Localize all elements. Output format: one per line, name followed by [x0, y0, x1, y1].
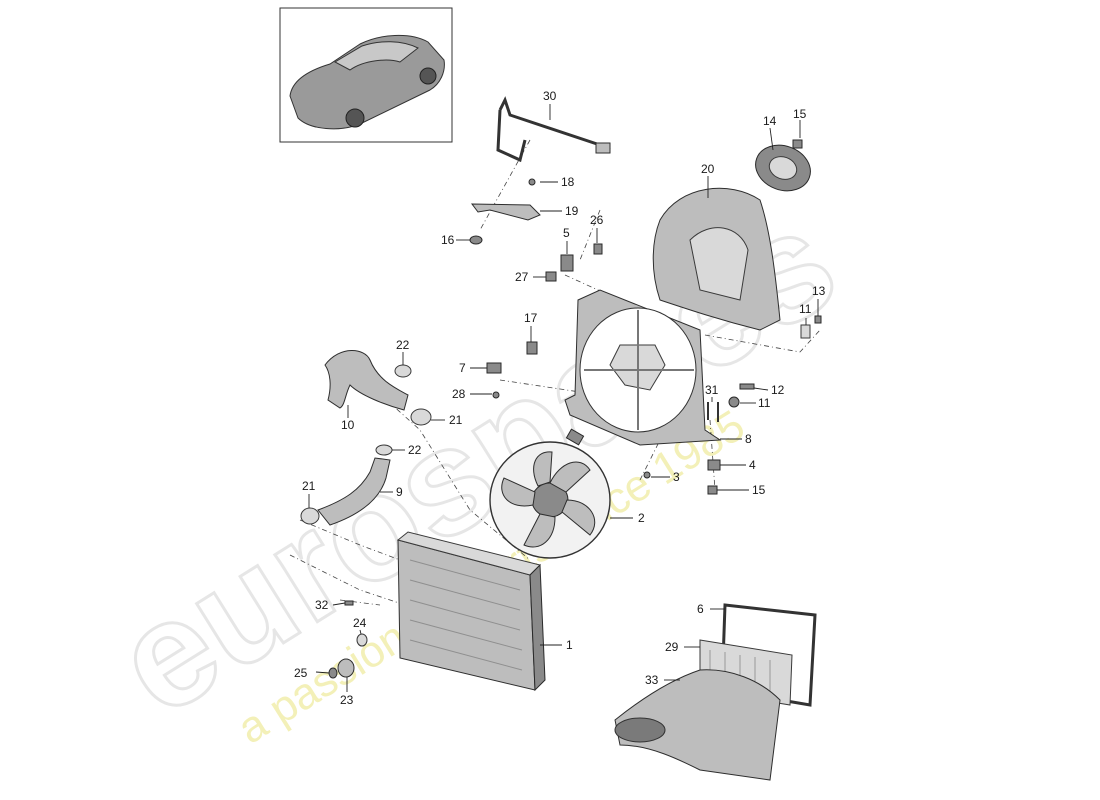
callout-1: 1	[566, 638, 573, 652]
part-12-bolt	[739, 383, 755, 390]
callout-15-bottom: 15	[752, 483, 766, 497]
callout-25: 25	[294, 666, 308, 680]
part-25-seal	[328, 667, 338, 679]
part-3-screw	[643, 471, 651, 479]
part-15-clip-top	[792, 139, 803, 149]
part-10-hose	[324, 350, 409, 411]
callout-22-top: 22	[396, 338, 410, 352]
callout-26: 26	[590, 213, 604, 227]
callout-labels: 30 18 19 16 5 26 27 14 15 20 13 11 17 7 …	[294, 89, 826, 707]
part-21-clamp-top	[410, 408, 432, 426]
callout-23: 23	[340, 693, 354, 707]
callout-12: 12	[771, 383, 785, 397]
callout-18: 18	[561, 175, 575, 189]
callout-28: 28	[452, 387, 466, 401]
callout-6: 6	[697, 602, 704, 616]
part-15-clip-bottom	[707, 485, 718, 495]
callout-22-bottom: 22	[408, 443, 422, 457]
callout-21-bottom: 21	[302, 479, 316, 493]
part-22-o-ring-top	[394, 364, 412, 378]
callout-10: 10	[341, 418, 355, 432]
callout-9: 9	[396, 485, 403, 499]
callout-11-top: 11	[799, 302, 812, 316]
callout-13: 13	[812, 284, 826, 298]
part-13-clip	[814, 315, 822, 324]
part-14-fan-motor-cover	[755, 144, 811, 192]
callout-5: 5	[563, 226, 570, 240]
callout-27: 27	[515, 270, 529, 284]
callout-24: 24	[353, 616, 367, 630]
callout-14: 14	[763, 114, 777, 128]
part-4-bracket	[707, 459, 721, 471]
part-5-clip	[560, 254, 574, 272]
part-24-o-ring	[356, 633, 368, 647]
part-16-nut	[469, 235, 483, 245]
part-23-connector	[337, 658, 355, 678]
callout-17: 17	[524, 311, 538, 325]
callout-19: 19	[565, 204, 579, 218]
part-27-clip	[545, 271, 557, 282]
part-31-screws	[707, 402, 719, 422]
callout-2: 2	[638, 511, 645, 525]
callout-4: 4	[749, 458, 756, 472]
part-20-air-duct	[652, 187, 781, 331]
part-28-screw	[492, 391, 500, 399]
part-1-radiator	[396, 531, 546, 692]
callout-11-mid: 11	[758, 396, 771, 410]
part-11-nut-b	[728, 396, 740, 408]
callout-8: 8	[745, 432, 752, 446]
part-18-bolt	[528, 178, 536, 186]
part-21-clamp-bottom	[300, 507, 320, 525]
callout-21-top: 21	[449, 413, 463, 427]
part-22-o-ring-bottom	[375, 444, 393, 456]
callout-20: 20	[701, 162, 715, 176]
callout-32: 32	[315, 598, 329, 612]
callout-3: 3	[673, 470, 680, 484]
vehicle-thumbnail	[279, 7, 453, 143]
callout-7: 7	[459, 361, 466, 375]
callout-30: 30	[543, 89, 557, 103]
callout-15-top: 15	[793, 107, 807, 121]
part-9-hose	[317, 457, 391, 526]
part-32-screw	[344, 600, 354, 606]
part-8-fan-frame	[564, 289, 722, 446]
callout-29: 29	[665, 640, 679, 654]
part-30-coolant-pipe	[496, 96, 611, 163]
leader-lines	[308, 104, 819, 692]
part-17-clip	[526, 341, 538, 355]
callout-31: 31	[705, 383, 719, 397]
part-7-clip	[486, 362, 502, 374]
part-33-air-duct	[614, 669, 781, 781]
car-silhouette-icon	[289, 34, 445, 130]
callout-16: 16	[441, 233, 455, 247]
part-26-clip	[593, 243, 603, 255]
part-2-fan	[489, 428, 611, 559]
part-11-nut-a	[800, 324, 811, 339]
part-19-bracket	[470, 203, 541, 221]
callout-33: 33	[645, 673, 659, 687]
